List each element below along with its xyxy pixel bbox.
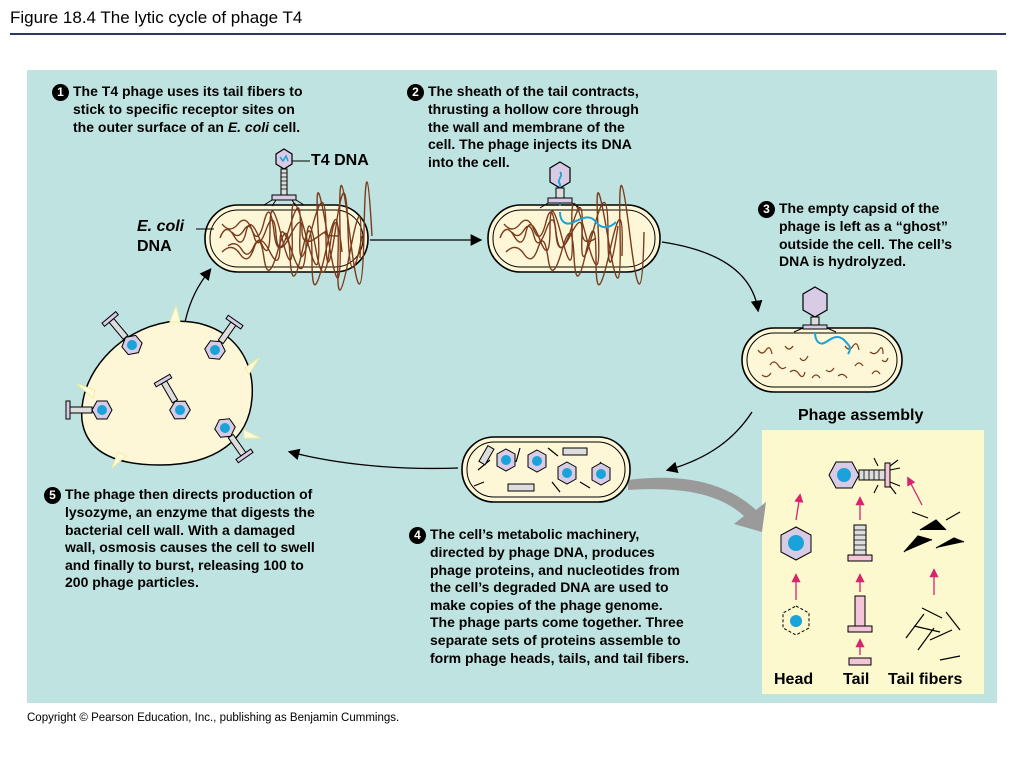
step-1-line: The T4 phage uses its tail fibers to (73, 83, 303, 99)
assembly-tail-column (847, 496, 873, 666)
ecoli-italic: E. coli (227, 118, 270, 135)
step-4-line: the cell’s degraded DNA are used to (430, 579, 669, 596)
tail-core (847, 595, 873, 633)
tail-label: Tail (843, 671, 870, 688)
step-5-line: wall, osmosis causes the cell to swell (65, 539, 315, 556)
figure-title: Figure 18.4 The lytic cycle of phage T4 (10, 8, 303, 27)
copyright-notice: Copyright © Pearson Education, Inc., pub… (27, 712, 400, 724)
phage-ghost-capsid (793, 286, 837, 333)
tail-fibers-label: Tail fibers (888, 671, 963, 688)
arrow-step4-to-step5 (287, 448, 459, 470)
step-5-line: 200 phage particles. (65, 574, 199, 591)
ecoli-cell-4 (461, 436, 631, 503)
step-4-line: make copies of the phage genome. (430, 596, 663, 613)
new-phage-heads (496, 448, 611, 486)
step-1-line: stick to specific receptor sites on (73, 101, 295, 117)
step-5-line: lysozyme, an enzyme that digests the (65, 504, 315, 520)
step-3-line: The empty capsid of the (779, 200, 940, 216)
ecoli-cell-2 (487, 161, 661, 286)
step-2-line: into the cell. (428, 153, 510, 170)
step-1-number: 1 (52, 84, 69, 101)
tail-sheathed (847, 524, 873, 562)
step-4-line: The cell’s metabolic machinery, (430, 526, 640, 542)
t4-dna-label: T4 DNA (311, 152, 369, 169)
step-2-number: 2 (407, 84, 424, 101)
dna-label: DNA (137, 238, 172, 255)
step-5-line: bacterial cell wall. With a damaged (65, 521, 296, 538)
new-phage-tails (478, 445, 588, 492)
step-2-line: the wall and membrane of the (428, 118, 625, 135)
assembly-pointer-arrow (628, 477, 766, 532)
step-4-line: separate sets of proteins assemble to (430, 631, 681, 648)
step-4-line: The phage parts come together. Three (430, 614, 684, 631)
injected-phage-dna (559, 211, 617, 229)
burst-spikes (76, 304, 261, 469)
title-rule (10, 33, 1006, 35)
arrow-step2-to-step3 (661, 241, 763, 313)
step-4-line: directed by phage DNA, produces (430, 544, 655, 560)
step-4-line: form phage heads, tails, and tail fibers… (430, 649, 690, 666)
step-2-line: cell. The phage injects its DNA (428, 136, 632, 153)
fibers-paired (903, 511, 965, 553)
step-3-number: 3 (758, 201, 775, 218)
t4-phage-attached (263, 148, 305, 207)
t4-phage-injecting (539, 161, 581, 209)
step-5-line: and finally to burst, releasing 100 to (65, 556, 304, 573)
step-2-line: The sheath of the tail contracts, (428, 83, 639, 99)
step-3-line: phage is left as a “ghost” (779, 218, 948, 234)
ecoli-dna-tangle (219, 181, 373, 291)
phage-assembly-title: Phage assembly (798, 407, 924, 424)
step-3-line: DNA is hydrolyzed. (779, 253, 907, 270)
assembly-head-column (780, 493, 812, 636)
assembled-phage (828, 457, 901, 495)
ecoli-cell-1 (196, 148, 373, 291)
ecoli-dna-tangle (499, 184, 645, 286)
bursting-cell (65, 304, 261, 469)
assembly-fibers-column (903, 476, 965, 661)
head-label: Head (774, 671, 814, 688)
step-5-number: 5 (44, 487, 61, 504)
phage-dna-in-cell (814, 331, 852, 355)
capsid-filled (780, 526, 812, 561)
ecoli-label: E. coli (137, 218, 185, 235)
step-5-line: The phage then directs production of (65, 486, 313, 502)
step-4-number: 4 (409, 527, 426, 544)
capsid-forming (782, 605, 810, 636)
ecoli-cell-3 (741, 286, 903, 393)
arrow-step3-to-step4 (665, 411, 753, 474)
arrow-step5-to-step1 (184, 268, 212, 323)
step-3-line: outside the cell. The cell’s (779, 235, 952, 252)
step-4-line: phage proteins, and nucleotides from (430, 561, 680, 578)
step-1-line: the outer surface of an E. coli cell. (73, 118, 301, 135)
hydrolyzed-dna-fragments (757, 343, 889, 379)
step-2-line: thrusting a hollow core through (428, 101, 639, 117)
fibers-loose (905, 607, 961, 661)
released-phages (65, 310, 254, 464)
